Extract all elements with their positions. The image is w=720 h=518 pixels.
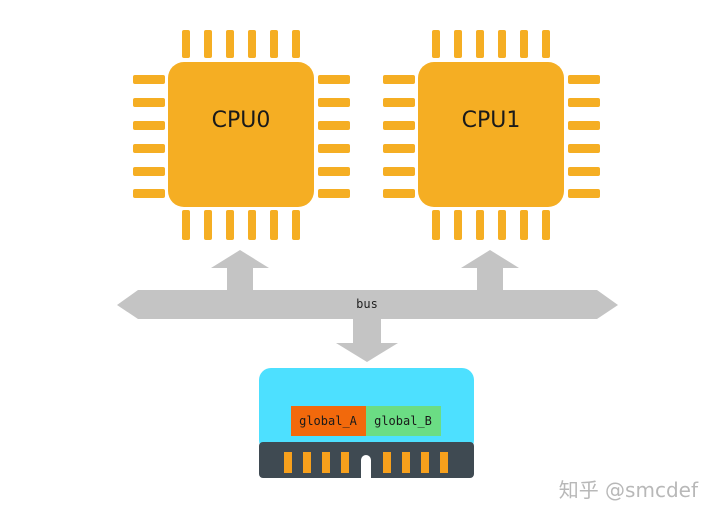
bus-label: bus — [356, 297, 378, 311]
cpu0-die — [168, 62, 314, 207]
global-a-label: global_A — [299, 414, 358, 428]
arrow-down-to-memory — [336, 319, 398, 362]
global-a-cell — [291, 406, 366, 436]
cpu0-label: CPU0 — [212, 108, 271, 133]
cpu1-chip: CPU1 — [383, 30, 600, 240]
memory-pins — [284, 452, 448, 473]
cpu1-die — [418, 62, 564, 207]
memory-notch — [361, 455, 371, 478]
arrow-up-to-cpu1 — [461, 250, 519, 292]
cpu1-label: CPU1 — [462, 108, 521, 133]
cpu0-chip: CPU0 — [133, 30, 350, 240]
arrow-up-to-cpu0 — [211, 250, 269, 292]
global-b-cell — [366, 406, 441, 436]
global-b-label: global_B — [374, 414, 432, 428]
watermark-text: 知乎 @smcdef — [559, 478, 699, 502]
memory-module: global_A global_B — [259, 368, 474, 478]
bus-arrow — [117, 290, 618, 319]
